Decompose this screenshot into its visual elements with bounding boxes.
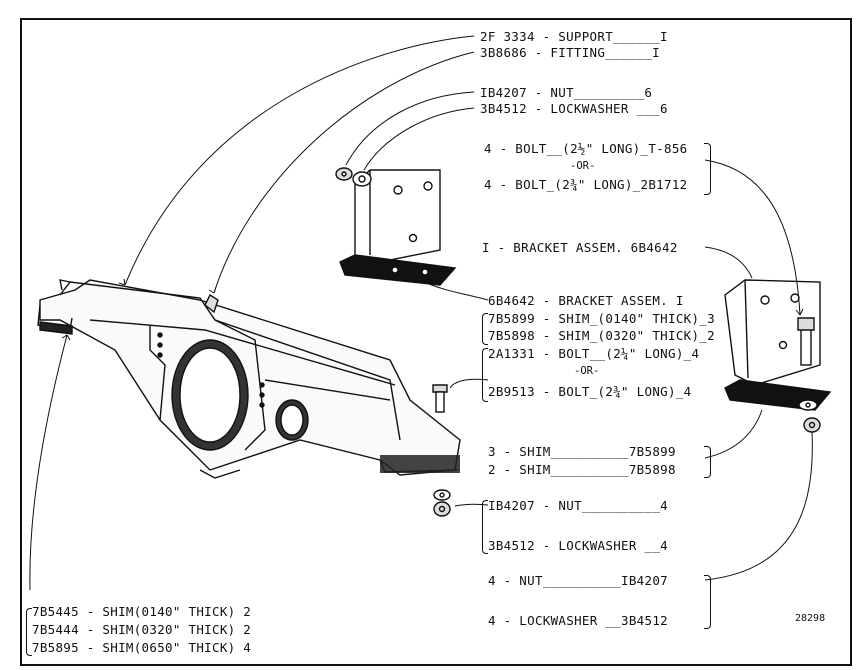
lockwasher-4b-label: 4 - LOCKWASHER __3B4512 <box>488 613 668 628</box>
lockwasher-4-label: 3B4512 - LOCKWASHER __4 <box>488 538 668 553</box>
bolt-cd-brace <box>482 348 488 402</box>
shim-5444-label: 7B5444 - SHIM(0320" THICK) 2 <box>32 622 252 637</box>
diagram-frame <box>20 18 852 666</box>
support-casting <box>37 279 461 479</box>
bracket-1-label: I - BRACKET ASSEM. 6B4642 <box>482 240 678 255</box>
top-bracket <box>339 169 457 286</box>
right-bracket <box>724 279 832 411</box>
leader-lines <box>29 35 813 591</box>
shim-5895-label: 7B5895 - SHIM(0650" THICK) 4 <box>32 640 252 655</box>
right-nut-lockwasher <box>798 399 821 433</box>
shim-2-label: 2 - SHIM__________7B5898 <box>488 462 676 477</box>
mid-bolt <box>432 384 448 413</box>
support-label: 2F 3334 - SUPPORT______I <box>480 29 668 44</box>
nut-4b-label: 4 - NUT__________IB4207 <box>488 573 668 588</box>
shim-320-label: 7B5898 - SHIM_(0320" THICK)_2 <box>488 328 715 343</box>
bolt-c-label: 2A1331 - BOLT__(2¼" LONG)_4 <box>488 346 700 361</box>
figure-number: 28298 <box>795 613 826 624</box>
nut-4-label: IB4207 - NUT__________4 <box>488 498 668 513</box>
nut-washer-brace <box>704 575 711 629</box>
bolt-a-label: 4 - BOLT__(2½" LONG)_T-856 <box>484 141 688 156</box>
shim-pair-brace <box>704 446 711 478</box>
shim-3-label: 3 - SHIM__________7B5899 <box>488 444 676 459</box>
fitting-part <box>204 293 219 314</box>
lower-nut-lockwasher <box>433 489 451 517</box>
or-label-2: -OR- <box>574 365 600 377</box>
lockwasher-6-label: 3B4512 - LOCKWASHER ___6 <box>480 101 668 116</box>
bolt-brace <box>704 143 711 195</box>
lower-shim-brace <box>26 608 32 656</box>
or-label-1: -OR- <box>570 160 596 172</box>
shim-140-label: 7B5899 - SHIM_(0140" THICK)_3 <box>488 311 715 326</box>
bolt-b-label: 4 - BOLT_(2¾" LONG)_2B1712 <box>484 177 688 192</box>
nut-6-label: IB4207 - NUT_________6 <box>480 85 653 100</box>
nut-4-brace <box>482 500 488 554</box>
shim-brace <box>482 313 488 345</box>
top-nut-lockwasher <box>335 167 372 187</box>
bracket-assem-label: 6B4642 - BRACKET ASSEM. I <box>488 293 684 308</box>
bolt-d-label: 2B9513 - BOLT_(2¾" LONG)_4 <box>488 384 692 399</box>
shim-5445-label: 7B5445 - SHIM(0140" THICK) 2 <box>32 604 252 619</box>
fitting-label: 3B8686 - FITTING______I <box>480 45 660 60</box>
